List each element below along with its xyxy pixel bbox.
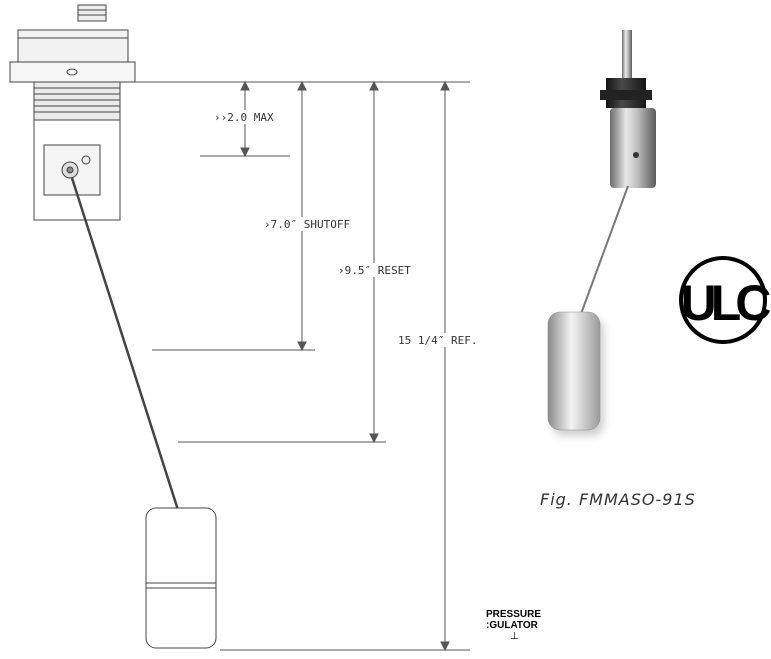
photo-wire <box>577 185 629 323</box>
switch-drawing <box>9 4 217 649</box>
dim-reset-label: ›9.5″ RESET <box>338 264 411 277</box>
float-rod <box>70 177 180 511</box>
regulator-line-2: :GULATOR <box>486 620 538 631</box>
regulator-line-1: PRESSURE <box>486 609 542 620</box>
regulator-symbol: ⊥ <box>510 631 519 642</box>
ulc-logo-text: ULC <box>681 275 771 331</box>
top-fitting <box>77 4 107 22</box>
dim-shutoff-label: ›7.0″ SHUTOFF <box>264 218 350 231</box>
product-photo <box>547 30 656 436</box>
dim-max-label: ››2.0 MAX <box>214 111 274 124</box>
dimension-labels: ››2.0 MAX ›7.0″ SHUTOFF ›9.5″ RESET 15 1… <box>213 110 491 347</box>
switch-cap <box>17 29 129 63</box>
photo-pin <box>622 30 632 80</box>
figure-caption: Fig. FMMASO-91S <box>540 490 696 509</box>
photo-body <box>610 108 656 188</box>
float-body <box>145 507 217 649</box>
dim-ref-label: 15 1/4″ REF. <box>398 334 477 347</box>
photo-float <box>547 311 601 431</box>
ulc-logo: ULC <box>679 256 771 344</box>
pressure-regulator-label: PRESSURE :GULATOR ⊥ <box>486 609 541 642</box>
